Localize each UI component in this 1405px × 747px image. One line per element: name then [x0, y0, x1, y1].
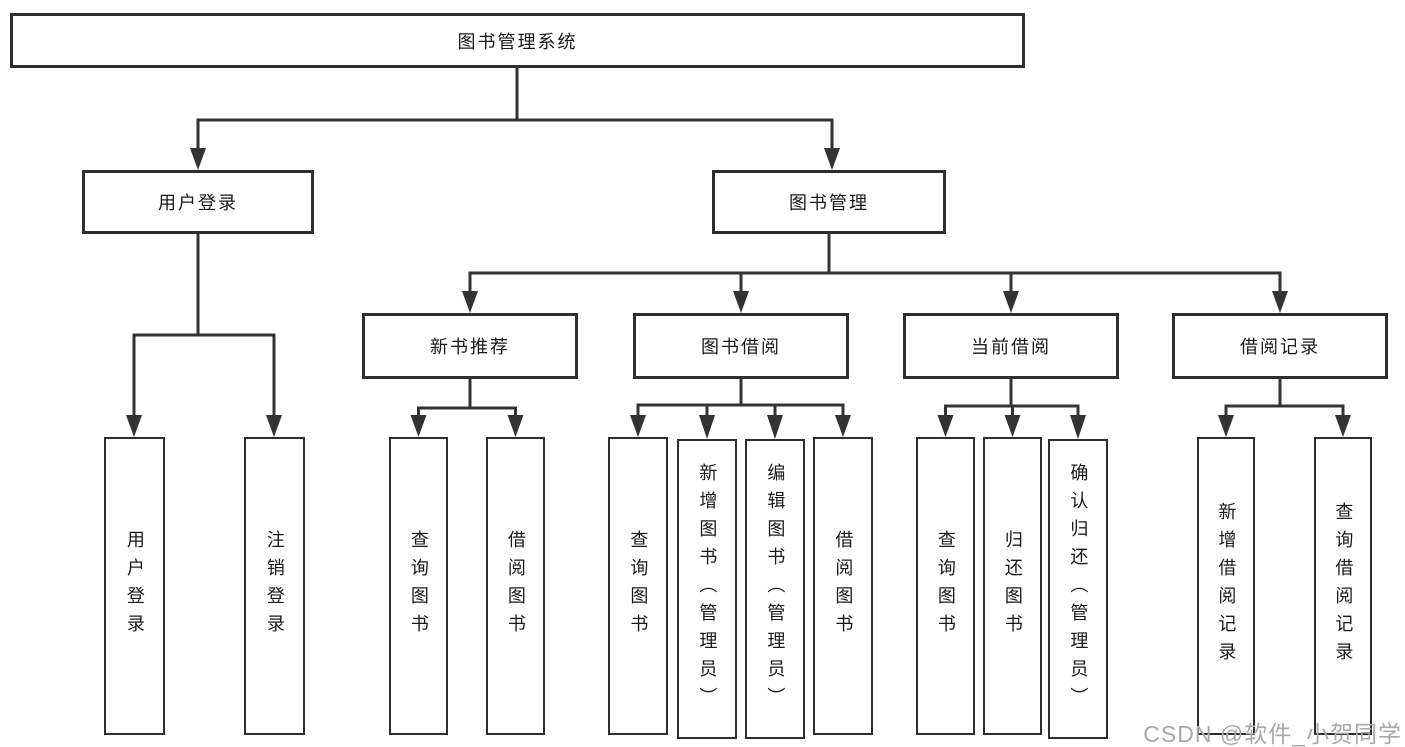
node-user-login-action-label: 用户登录 [124, 530, 145, 642]
node-current-borrowing-label: 当前借阅 [971, 337, 1051, 357]
node-confirm-return-admin-label: 确认归还（管理员） [1068, 463, 1089, 715]
node-query-books-current: 查询图书 [916, 437, 975, 735]
connector-book-management-children [462, 233, 1288, 313]
node-edit-book-admin-label: 编辑图书（管理员） [765, 463, 786, 715]
node-borrow-books-recommend: 借阅图书 [486, 437, 545, 735]
node-return-books-label: 归还图书 [1002, 530, 1023, 642]
node-add-borrow-record: 新增借阅记录 [1197, 437, 1255, 735]
node-book-borrowing: 图书借阅 [633, 313, 849, 379]
node-query-borrow-record-label: 查询借阅记录 [1333, 502, 1354, 670]
node-user-login: 用户登录 [82, 170, 314, 234]
node-edit-book-admin: 编辑图书（管理员） [745, 439, 805, 739]
node-query-borrow-record: 查询借阅记录 [1314, 437, 1372, 735]
node-new-book-recommendation-label: 新书推荐 [430, 337, 510, 357]
connector-user-login-children [126, 233, 282, 437]
node-borrow-books-borrowing-label: 借阅图书 [833, 530, 854, 642]
node-query-books-borrowing: 查询图书 [608, 437, 668, 735]
node-borrow-books-recommend-label: 借阅图书 [505, 530, 526, 642]
node-borrowing-records-label: 借阅记录 [1240, 337, 1320, 357]
node-library-system-label: 图书管理系统 [457, 31, 578, 52]
connector-root-to-level2 [190, 68, 840, 170]
node-book-management-label: 图书管理 [789, 193, 869, 213]
connector-current-borrowing-children [937, 379, 1086, 439]
csdn-watermark: CSDN @软件_小贺同学 [1143, 721, 1402, 747]
node-borrow-books-borrowing: 借阅图书 [813, 437, 873, 735]
node-new-book-recommendation: 新书推荐 [362, 313, 578, 379]
node-book-management: 图书管理 [712, 170, 946, 234]
node-logout-action-label: 注销登录 [264, 530, 285, 642]
connector-borrowing-records-children [1218, 379, 1351, 437]
node-query-books-borrowing-label: 查询图书 [628, 530, 649, 642]
node-query-books-current-label: 查询图书 [935, 530, 956, 642]
node-user-login-action: 用户登录 [104, 437, 165, 735]
node-book-borrowing-label: 图书借阅 [701, 337, 781, 357]
node-query-books-recommend: 查询图书 [389, 437, 448, 735]
node-query-books-recommend-label: 查询图书 [408, 530, 429, 642]
node-return-books: 归还图书 [983, 437, 1042, 735]
connector-new-book-recommendation-children [410, 379, 524, 437]
node-user-login-label: 用户登录 [158, 193, 238, 213]
node-current-borrowing: 当前借阅 [903, 313, 1119, 379]
node-logout-action: 注销登录 [244, 437, 305, 735]
node-add-book-admin: 新增图书（管理员） [677, 439, 737, 739]
node-confirm-return-admin: 确认归还（管理员） [1048, 439, 1108, 739]
node-borrowing-records: 借阅记录 [1172, 313, 1388, 379]
connector-book-borrowing-children [630, 379, 851, 439]
node-add-book-admin-label: 新增图书（管理员） [697, 463, 718, 715]
node-library-system: 图书管理系统 [10, 13, 1025, 68]
node-add-borrow-record-label: 新增借阅记录 [1216, 502, 1237, 670]
